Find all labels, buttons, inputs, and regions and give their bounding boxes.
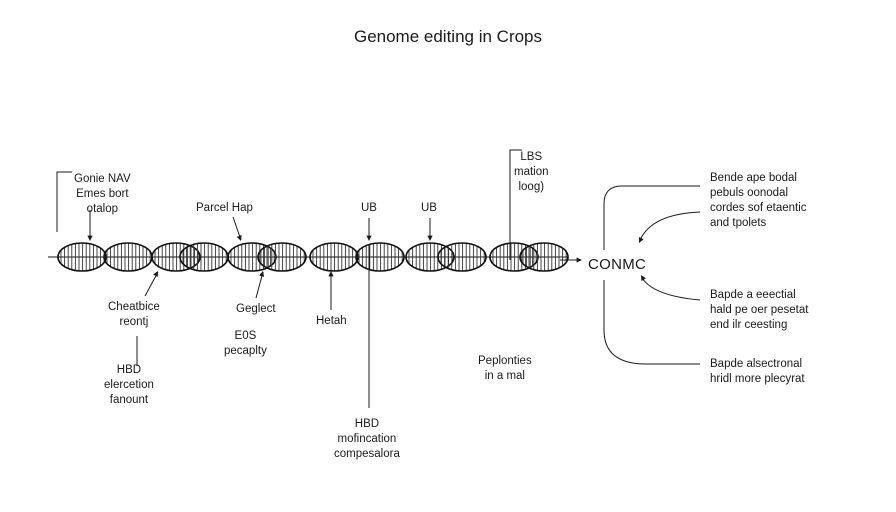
label-line: and tpolets	[710, 217, 767, 229]
label-cheatbice: Cheatbice reontj	[108, 300, 160, 330]
label-hbd-bottom: HBD mofincation compesalora	[334, 417, 400, 462]
label-line: in a mal	[484, 370, 525, 382]
label-lbs: LBS mation loog)	[514, 150, 549, 195]
label-ub-1: UB	[361, 201, 377, 216]
connector-right-top	[603, 185, 700, 250]
dna-helix	[48, 242, 569, 272]
arrowhead-ub1	[366, 235, 372, 241]
connector-geglect	[255, 271, 264, 299]
label-geglect: Geglect	[236, 302, 276, 317]
label-line: hridl more plecyrat	[710, 373, 805, 385]
center-label: CONMC	[588, 256, 647, 273]
label-line: pecaplty	[224, 345, 267, 357]
arrowhead-conmc	[576, 257, 582, 263]
annotation-lines	[56, 149, 701, 408]
label-line: UB	[421, 202, 437, 214]
connector-top-left	[56, 171, 72, 232]
label-line: Parcel Hap	[196, 202, 253, 214]
arrowhead-right-mid	[641, 275, 646, 281]
arrowhead-hetah	[328, 271, 334, 277]
label-eos: E0S pecaplty	[224, 329, 267, 359]
label-line: E0S	[234, 330, 257, 342]
helix-segment	[489, 242, 539, 272]
label-line: Hetah	[316, 315, 347, 327]
diagram-title: Genome editing in Crops	[353, 27, 543, 46]
label-line: hald pe oer pesetat	[710, 304, 809, 316]
label-line: Peplonties	[478, 355, 532, 367]
label-line: mation	[514, 166, 549, 178]
label-line: elercetion	[104, 379, 154, 391]
arrowheads	[87, 235, 646, 281]
helix-segment	[309, 242, 359, 272]
arrowhead-cheatbice	[153, 271, 158, 277]
connector-right-bottom	[603, 280, 700, 365]
arrowhead-parcel	[236, 235, 242, 241]
arrowhead-top-left	[87, 235, 93, 241]
label-line: Emes bort	[76, 188, 129, 200]
label-hbd-left: HBD elercetion fanount	[104, 363, 154, 408]
label-line: otalop	[86, 203, 119, 215]
label-right-bot: Bapde alsectronal hridl more plecyrat	[710, 357, 805, 387]
label-right-mid: Bapde a eeectial hald pe oer pesetat end i…	[710, 288, 808, 333]
label-right-top: Bende ape bodal pebuls oonodal cordes sof …	[710, 171, 807, 231]
connector-cheatbice	[144, 271, 159, 297]
label-line: Bende ape bodal	[710, 172, 797, 184]
label-line: Cheatbice	[108, 301, 160, 313]
label-line: Bapde a eeectial	[710, 289, 796, 301]
label-line: end ilr ceesting	[710, 319, 788, 331]
label-line: mofincation	[337, 433, 397, 445]
label-ub-2: UB	[421, 201, 437, 216]
label-line: Bapde alsectronal	[710, 358, 803, 370]
label-peplonties: Peplonties in a mal	[478, 354, 532, 384]
label-line: HBD	[116, 364, 142, 376]
helix-segment	[257, 242, 307, 272]
label-parcel: Parcel Hap	[196, 201, 253, 216]
label-line: loog)	[518, 181, 545, 193]
label-line: fanount	[109, 394, 149, 406]
label-line: reontj	[119, 316, 149, 328]
label-line: cordes sof etaentic	[710, 202, 807, 214]
connector-right-mid-arrow	[641, 277, 701, 301]
label-line: LBS	[520, 151, 543, 163]
label-line: pebuls oonodal	[710, 187, 789, 199]
connector-right-top-arrow	[639, 211, 701, 241]
connector-lbs	[509, 149, 522, 260]
label-line: Geglect	[236, 303, 276, 315]
label-line: compesalora	[334, 448, 400, 460]
arrowhead-ub2	[427, 235, 433, 241]
label-line: UB	[361, 202, 377, 214]
label-hetah: Hetah	[316, 314, 347, 329]
label-line: HBD	[354, 418, 380, 430]
arrowhead-geglect	[259, 271, 265, 277]
arrowhead-right-top	[638, 237, 644, 243]
label-top-left: Gonie NAV Emes bort otalop	[74, 172, 131, 217]
helix-segment	[355, 242, 405, 272]
label-line: Gonie NAV	[74, 173, 131, 185]
